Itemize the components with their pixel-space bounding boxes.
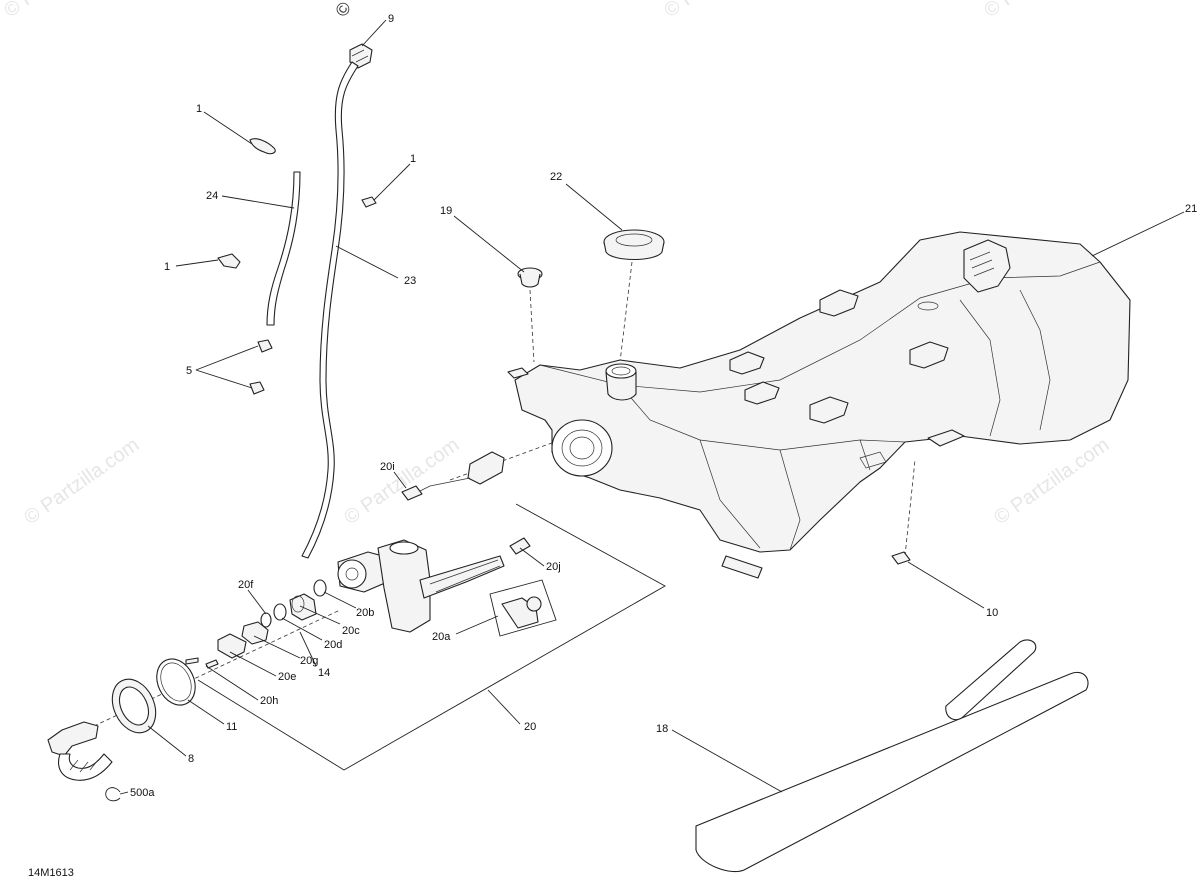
callout-21: 21 xyxy=(1185,203,1197,215)
part-9-vent-fitting xyxy=(349,43,373,69)
callout-20e: 20e xyxy=(278,671,296,683)
callouts: 9 1 1 24 1 23 5 22 19 21 20i 20j 20f 20b… xyxy=(130,13,1197,799)
part-23-vent-hose xyxy=(301,61,359,559)
callout-20d: 20d xyxy=(324,639,342,651)
callout-5: 5 xyxy=(186,365,192,377)
part-8-lock-ring xyxy=(111,678,157,734)
part-20a-inset xyxy=(489,579,557,637)
part-20f-seal xyxy=(260,612,272,628)
part-20i-level-sensor xyxy=(401,451,505,501)
part-18-pad xyxy=(695,672,1089,872)
part-20-fuel-pump-module xyxy=(337,537,531,633)
callout-10: 10 xyxy=(986,607,998,619)
watermark: © Partzilla.com xyxy=(990,434,1113,529)
part-18-pad-small xyxy=(945,639,1037,721)
watermark: © Partzilla.com xyxy=(340,434,463,529)
callout-20j: 20j xyxy=(546,561,561,573)
callout-20f: 20f xyxy=(238,579,254,591)
part-20e-pressure-regulator xyxy=(217,633,247,659)
part-19-grommet xyxy=(517,267,543,288)
callout-1: 1 xyxy=(410,153,416,165)
callout-20b: 20b xyxy=(356,607,374,619)
callout-20i: 20i xyxy=(380,461,395,473)
callout-1: 1 xyxy=(164,261,170,273)
part-20g-retainer xyxy=(241,621,269,645)
callout-19: 19 xyxy=(440,205,452,217)
callout-20h: 20h xyxy=(260,695,278,707)
assembly-guide-lines xyxy=(55,261,916,745)
part-5-clip xyxy=(257,339,273,353)
copyright-mark: © xyxy=(331,0,355,20)
part-11-oring xyxy=(156,658,196,706)
callout-9: 9 xyxy=(388,13,394,25)
part-1-clamp xyxy=(217,253,241,269)
watermark: © Partzilla.com xyxy=(0,0,123,22)
part-1-clamp xyxy=(249,138,276,155)
callout-11: 11 xyxy=(226,721,237,733)
callout-24: 24 xyxy=(206,190,218,202)
leader-lines xyxy=(119,19,1185,795)
callout-14: 14 xyxy=(318,667,330,679)
reference-code: 14M1613 xyxy=(28,867,74,879)
part-21-fuel-tank xyxy=(507,231,1131,579)
watermark: © Partzilla.com xyxy=(660,0,783,22)
callout-20: 20 xyxy=(524,721,536,733)
part-22-fuel-cap xyxy=(603,229,665,260)
callout-23: 23 xyxy=(404,275,416,287)
watermark: © Partzilla.com xyxy=(20,434,143,529)
part-10-clip xyxy=(891,551,911,565)
part-500a-clip xyxy=(105,787,121,802)
callout-22: 22 xyxy=(550,171,562,183)
part-5-clip xyxy=(249,381,265,395)
fuel-line-connector xyxy=(47,721,113,781)
callout-20a: 20a xyxy=(432,631,451,643)
callout-20c: 20c xyxy=(342,625,360,637)
watermark: © Partzilla.com xyxy=(980,0,1103,22)
callout-500a: 500a xyxy=(130,787,155,799)
part-20b-oring xyxy=(313,579,327,597)
callout-18: 18 xyxy=(656,723,668,735)
callout-20g: 20g xyxy=(300,655,318,667)
part-1-clamp xyxy=(361,196,377,208)
part-20-fuel-pump-frame xyxy=(197,503,666,771)
part-24-hose xyxy=(266,171,301,326)
part-14-pin xyxy=(185,657,199,665)
callout-8: 8 xyxy=(188,753,194,765)
part-20d-ring xyxy=(273,603,287,621)
callout-1: 1 xyxy=(196,103,202,115)
